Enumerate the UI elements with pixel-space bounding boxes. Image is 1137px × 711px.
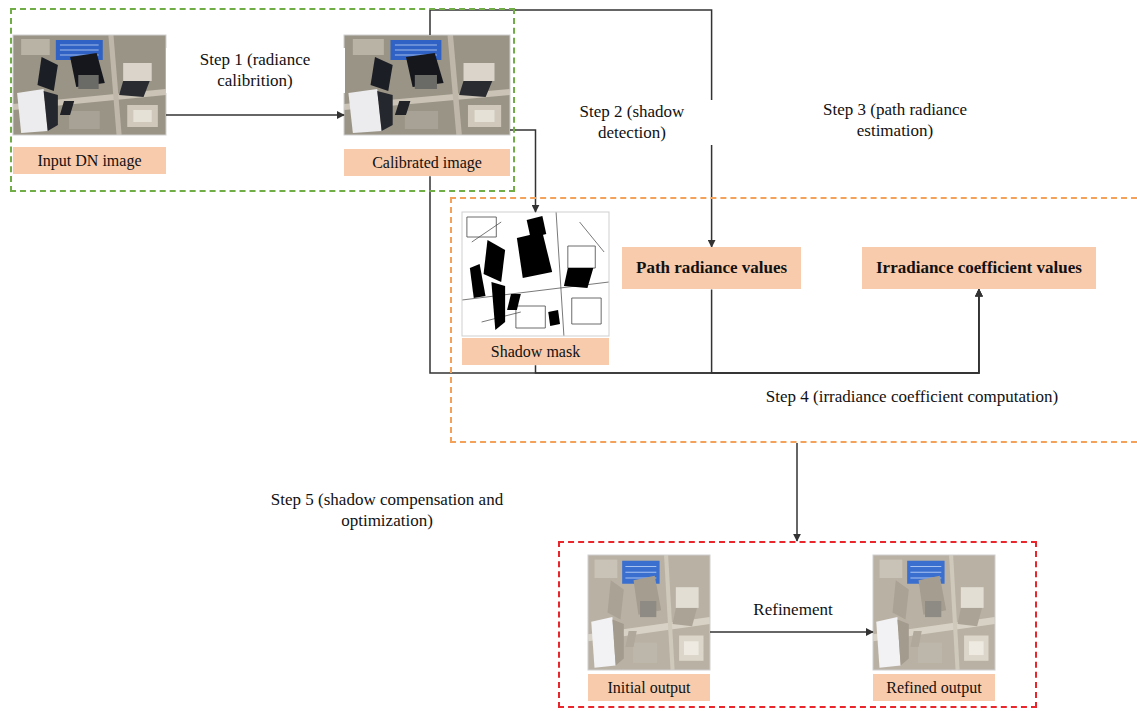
step-label: Refinement <box>731 598 855 621</box>
image-panel: Calibrated image <box>344 35 510 176</box>
image-caption: Initial output <box>588 674 710 701</box>
value-box: Path radiance values <box>622 247 801 289</box>
image-caption: Refined output <box>873 674 995 701</box>
image-panel: Refined output <box>873 555 995 701</box>
box-title: Path radiance values <box>636 258 787 278</box>
image-panel: Shadow mask <box>462 212 609 365</box>
dashed-group: Initial output Refined output <box>558 541 1037 708</box>
image-panel: Input DN image <box>13 35 166 174</box>
connector <box>710 631 873 633</box>
image-panel: Initial output <box>588 555 710 701</box>
step-label: Step 3 (path radiance estimation) <box>788 98 1002 143</box>
dashed-group: Input DN image Calibrated image <box>10 8 515 192</box>
box-title: Irradiance coefficient values <box>876 258 1082 278</box>
connector <box>166 114 344 116</box>
step-label: Step 4 (irradiance coefficient computati… <box>760 385 1064 408</box>
image-caption: Shadow mask <box>462 338 609 365</box>
value-box: Irradiance coefficient values <box>862 247 1096 289</box>
image-caption: Input DN image <box>13 147 166 174</box>
connector <box>712 289 979 373</box>
step-label: Step 5 (shadow compensation and optimiza… <box>225 488 549 533</box>
step-label: Step 2 (shadow detection) <box>550 100 714 145</box>
image-caption: Calibrated image <box>344 149 510 176</box>
step-label: Step 1 (radiance calibrition) <box>166 48 345 93</box>
connector <box>796 443 798 541</box>
